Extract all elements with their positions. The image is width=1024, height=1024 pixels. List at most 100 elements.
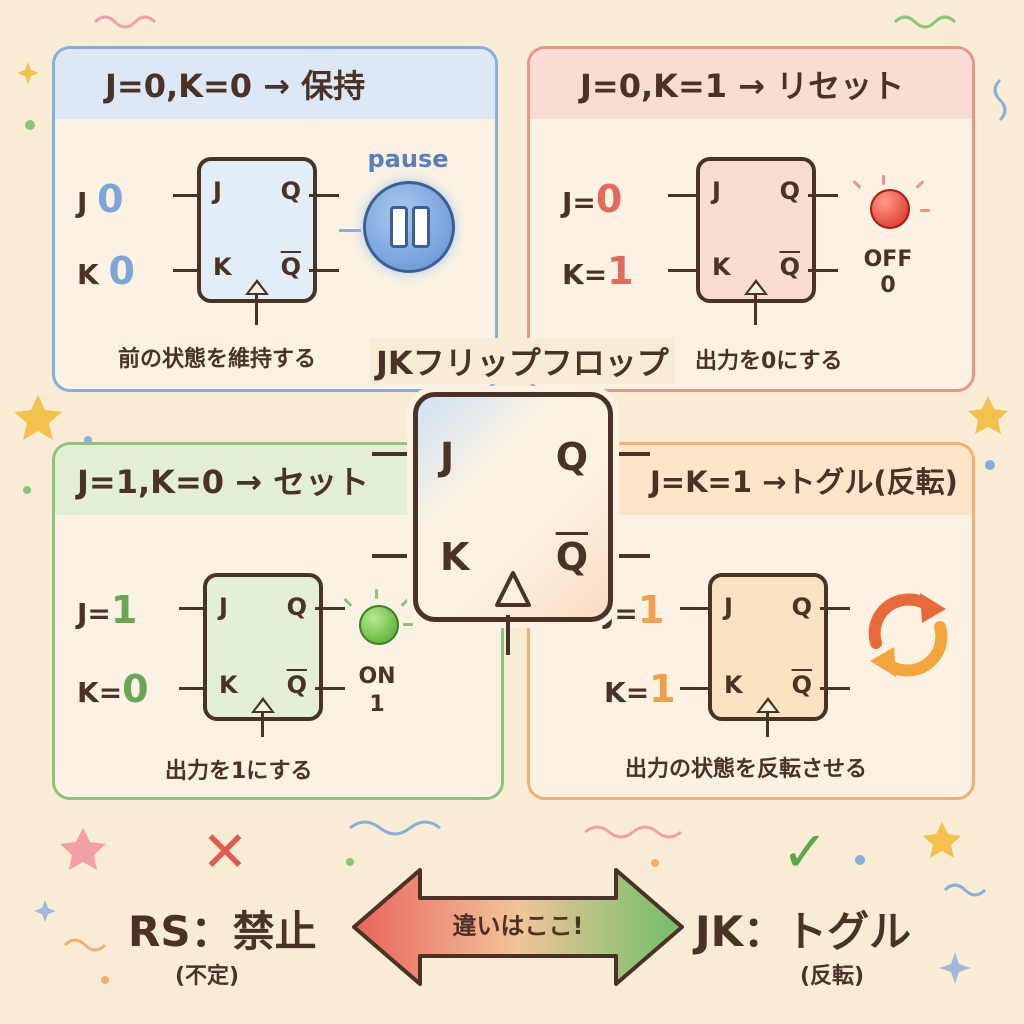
j-wire [179, 607, 205, 610]
squiggle-decoration [993, 78, 1007, 122]
star-decoration [60, 828, 106, 870]
q-wire [309, 194, 339, 197]
pin-qbar: Q [779, 253, 800, 281]
k-value: 0 [108, 249, 135, 293]
ray [343, 597, 353, 608]
star-decoration [923, 822, 961, 858]
j-wire [668, 194, 698, 197]
double-arrow-icon [352, 868, 684, 986]
panel-reset: J=0,K=1 → リセット J=0 K=1 J Q K Q OFF 0 出力を… [527, 46, 975, 392]
q-wire [808, 194, 838, 197]
k-label: K= [604, 676, 650, 709]
pin-qbar: Q [791, 671, 812, 699]
sparkle-decoration [17, 62, 39, 84]
ray [400, 597, 410, 608]
pin-q: Q [779, 177, 800, 205]
k-value: 1 [649, 667, 676, 711]
j-value: 0 [595, 177, 623, 221]
panel-hold: J=0,K=0 → 保持 J 0 K 0 J Q K Q pause 前の状態を… [52, 46, 498, 392]
pin-k: K [213, 253, 232, 281]
j-label: J= [562, 186, 596, 219]
j-value: 1 [637, 588, 665, 632]
ray [920, 209, 930, 212]
pin-k: K [219, 671, 238, 699]
k-value: 0 [122, 667, 149, 711]
panel-hold-heading: J=0,K=0 → 保持 [55, 49, 495, 119]
center-pin-qbar: Q [555, 535, 588, 579]
j-label: J= [77, 597, 111, 630]
ray [882, 175, 885, 185]
led-off-icon [870, 189, 910, 229]
pin-q: Q [286, 593, 307, 621]
pause-bar [390, 206, 408, 248]
center-j-wire [372, 452, 416, 456]
indicator-wire [339, 229, 361, 232]
ray [915, 179, 925, 190]
dot-decoration [23, 486, 31, 494]
page-title: JKフリップフロップ [370, 338, 675, 384]
panel-toggle-caption: 出力の状態を反転させる [625, 757, 868, 782]
pin-q: Q [280, 177, 301, 205]
k-label: K= [77, 676, 123, 709]
difference-label: 違いはここ! [452, 912, 584, 940]
clock-input-triangle [245, 279, 269, 295]
center-k-wire [372, 554, 416, 558]
jk-toggle-sub: (反転) [800, 964, 865, 989]
center-pin-k: K [440, 535, 470, 579]
q-wire [315, 607, 345, 610]
j-input-label: J=0 [562, 177, 622, 221]
clock-wire [766, 713, 769, 737]
dot-decoration [985, 460, 995, 470]
center-qbar-wire [600, 554, 650, 558]
j-value: 1 [110, 588, 138, 632]
ray [403, 623, 413, 626]
cycle-arrows-icon [868, 593, 948, 677]
dot-decoration [346, 858, 354, 866]
k-wire [668, 269, 698, 272]
dot-decoration [101, 976, 109, 984]
j-wire [173, 194, 199, 197]
led-on-icon [359, 605, 399, 645]
squiggle-decoration [943, 883, 987, 897]
pin-j: J [724, 593, 733, 621]
panel-reset-heading: J=0,K=1 → リセット [530, 49, 972, 119]
k-input-label: K=1 [562, 249, 634, 293]
qbar-wire [309, 269, 339, 272]
j-value: 0 [97, 177, 124, 221]
center-pin-j: J [440, 435, 455, 479]
rs-forbidden-sub: (不定) [175, 964, 240, 989]
k-value: 1 [607, 249, 634, 293]
pause-label: pause [367, 145, 449, 173]
panel-set-caption: 出力を1にする [165, 759, 313, 784]
k-label: K [77, 258, 99, 291]
k-input-label: K=1 [604, 667, 676, 711]
sparkle-decoration [34, 900, 56, 922]
j-input-label: J=1 [77, 588, 137, 632]
on-value: 1 [369, 692, 385, 717]
clock-wire [754, 295, 757, 325]
flipflop-symbol: J Q K Q [197, 157, 317, 303]
k-input-label: K=0 [77, 667, 149, 711]
k-wire [680, 687, 710, 690]
on-text: ON [358, 664, 396, 689]
squiggle-decoration [349, 820, 441, 836]
panel-reset-caption: 出力を0にする [695, 349, 843, 374]
clock-wire [255, 295, 258, 325]
pin-qbar: Q [286, 671, 307, 699]
k-input-label: K 0 [77, 249, 135, 293]
pin-j: J [712, 177, 721, 205]
dot-decoration [855, 855, 865, 865]
star-decoration [968, 396, 1008, 434]
flipflop-symbol: J Q K Q [203, 573, 323, 721]
pin-j: J [219, 593, 228, 621]
pin-k: K [712, 253, 731, 281]
squiggle-decoration [584, 825, 682, 839]
center-flipflop: J Q K Q [413, 392, 613, 622]
qbar-wire [808, 269, 838, 272]
pause-bar [412, 206, 430, 248]
panel-hold-caption: 前の状態を維持する [118, 347, 317, 372]
led-on-label: ON 1 [345, 663, 409, 719]
dot-decoration [25, 120, 35, 130]
rs-forbidden-title: RS：禁止 [128, 907, 317, 956]
